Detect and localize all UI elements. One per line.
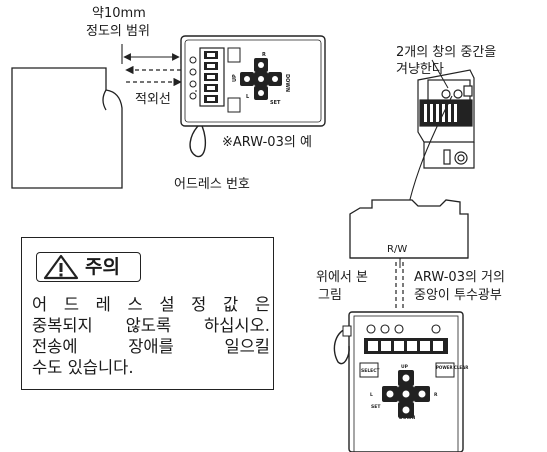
caution-header: 주의 bbox=[36, 252, 141, 282]
device-power-clear-label: POWER CLEAR bbox=[436, 365, 468, 370]
infrared-arrows bbox=[125, 65, 182, 87]
device-top-r-label: R bbox=[262, 52, 266, 58]
device-set-label: SET bbox=[371, 404, 381, 410]
top-view-label-line1: 위에서 본 bbox=[316, 270, 368, 285]
device-top-up-label: UP bbox=[232, 74, 238, 82]
device-top-set-label: SET bbox=[270, 100, 281, 106]
warning-triangle-icon bbox=[43, 254, 79, 280]
caution-line: 어 드 레 스 설 정 값 은 bbox=[32, 295, 270, 314]
caution-line: 전송에 장애를 일으킬 bbox=[32, 337, 270, 356]
device-side-view bbox=[417, 69, 475, 169]
range-dimension bbox=[121, 44, 182, 64]
caution-line: 수도 있습니다. bbox=[32, 358, 134, 377]
range-label-line1: 약10mm bbox=[92, 6, 146, 21]
aim-label-leader bbox=[431, 59, 449, 89]
rw-label: R/W bbox=[387, 244, 408, 255]
top-view-label-line2: 그림 bbox=[318, 288, 342, 303]
caution-line: 중복되지 않도록 하십시오. bbox=[32, 316, 270, 335]
caution-box: 주의 어 드 레 스 설 정 값 은 중복되지 않도록 하십시오. 전송에 장애… bbox=[21, 237, 274, 390]
optical-axis bbox=[395, 262, 404, 310]
infrared-label: 적외선 bbox=[135, 92, 171, 107]
device-r-label: R bbox=[434, 392, 438, 398]
aim-label-line2: 겨냥한다 bbox=[396, 62, 444, 77]
window-label-line2: 중앙이 투수광부 bbox=[414, 288, 502, 303]
aim-label-line1: 2개의 창의 중간을 bbox=[396, 45, 497, 60]
device-l-label: L bbox=[370, 392, 373, 398]
caution-title: 주의 bbox=[85, 256, 120, 278]
range-label-line2: 정도의 범위 bbox=[86, 24, 150, 39]
device-up-label: UP bbox=[401, 364, 409, 370]
reader-panel bbox=[11, 67, 123, 189]
caution-body: 어 드 레 스 설 정 값 은 중복되지 않도록 하십시오. 전송에 장애를 일… bbox=[32, 294, 270, 378]
device-top-down-label: DOWN bbox=[284, 74, 290, 92]
example-label: ※ARW-03의 예 bbox=[222, 135, 312, 150]
address-number-label: 어드레스 번호 bbox=[174, 177, 250, 192]
device-top: UP DOWN L R SET bbox=[180, 35, 326, 158]
device-top-l-label: L bbox=[246, 94, 250, 100]
rw-enclosure bbox=[349, 199, 469, 259]
device-front: SELECT POWER CLEAR UP DOWN SET L R bbox=[333, 311, 468, 452]
window-label-line1: ARW-03의 거의 bbox=[414, 270, 505, 285]
device-select-label: SELECT bbox=[361, 368, 381, 374]
